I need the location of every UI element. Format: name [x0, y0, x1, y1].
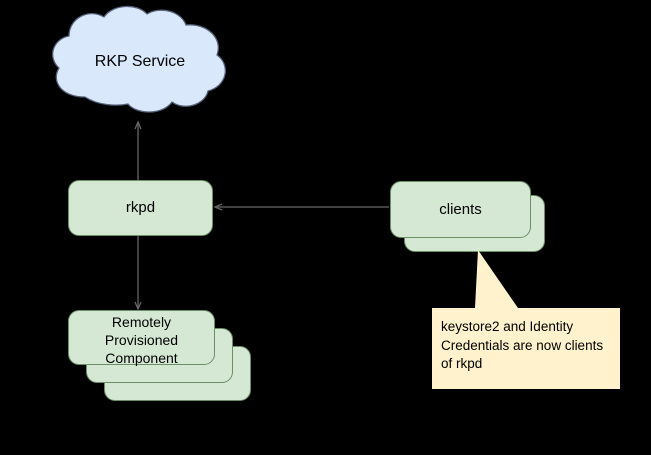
node-label-rkpd: rkpd	[125, 199, 156, 217]
node-rkpd[interactable]: rkpd	[68, 180, 213, 236]
clients-stack-layer-front: clients	[390, 181, 531, 238]
node-label-remotely-provisioned-component: Remotely Provisioned Component	[104, 314, 179, 366]
callout-note-text: keystore2 and Identity Credentials are n…	[441, 319, 604, 372]
callout-note[interactable]: keystore2 and Identity Credentials are n…	[432, 250, 620, 389]
callout-shape	[432, 250, 620, 389]
node-clients[interactable]: clients	[390, 181, 546, 253]
node-rkp-service[interactable]: RKP Service	[45, 5, 235, 120]
node-label-clients: clients	[439, 200, 482, 218]
cloud-icon	[52, 5, 226, 113]
node-remotely-provisioned-component[interactable]: Remotely Provisioned Component	[68, 310, 252, 402]
rpc-stack-layer-front: Remotely Provisioned Component	[68, 310, 215, 366]
